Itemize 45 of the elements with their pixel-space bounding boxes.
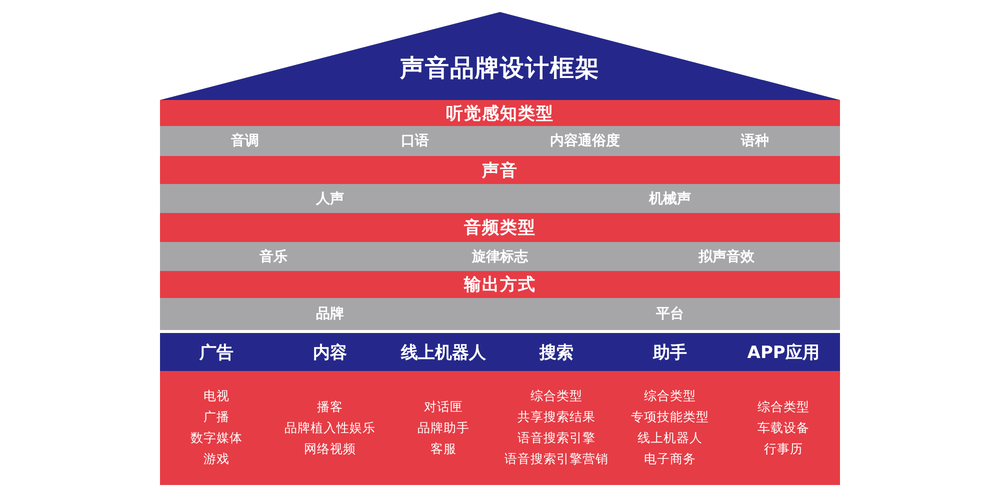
column-header: 广告 (160, 333, 274, 371)
list-item: 客服 (430, 440, 456, 458)
option-cell: 拟声音效 (613, 242, 840, 271)
list-item: 专项技能类型 (630, 409, 709, 426)
option-cell: 语种 (670, 126, 840, 156)
option-cell: 音乐 (160, 242, 387, 271)
list-item: 播客 (316, 398, 343, 416)
list-item: 综合类型 (757, 398, 810, 416)
category-band: 输出方式 (160, 271, 840, 298)
column-header: 搜索 (500, 333, 614, 371)
column-header: 线上机器人 (386, 333, 500, 371)
list-item: 广播 (204, 409, 230, 426)
title: 声音品牌设计框架 (399, 53, 601, 84)
list-item: 品牌植入性娱乐 (284, 420, 376, 436)
option-cell: 平台 (500, 298, 840, 330)
list-item: 品牌助手 (417, 420, 470, 436)
list-item: 综合类型 (530, 388, 583, 405)
list-item: 游戏 (204, 451, 230, 468)
option-cell: 内容通俗度 (500, 126, 670, 156)
category-band: 听觉感知类型 (160, 100, 840, 126)
list-item: 电子商务 (644, 451, 696, 468)
column-header: APP应用 (726, 333, 840, 371)
category-band: 声音 (160, 156, 840, 184)
list-item: 语音搜索引擎 (518, 430, 596, 447)
list-item: 线上机器人 (637, 430, 702, 447)
list-item: 对话匣 (424, 398, 463, 416)
option-cell: 品牌 (160, 298, 500, 330)
option-cell: 旋律标志 (386, 242, 614, 271)
column-header: 内容 (273, 333, 387, 371)
list-item: 电视 (204, 388, 230, 405)
list-item: 车载设备 (757, 420, 810, 436)
list-item: 网络视频 (304, 440, 356, 458)
list-item: 共享搜索结果 (518, 409, 596, 426)
option-cell: 机械声 (500, 184, 840, 213)
content-panel (160, 371, 274, 485)
list-item: 数字媒体 (190, 430, 243, 447)
list-item: 综合类型 (644, 388, 696, 405)
content-panel (726, 371, 840, 485)
option-cell: 音调 (160, 126, 330, 156)
list-item: 行事历 (764, 440, 803, 458)
category-band: 音频类型 (160, 213, 840, 242)
option-cell: 口语 (330, 126, 500, 156)
option-cell: 人声 (160, 184, 500, 213)
column-header: 助手 (613, 333, 727, 371)
list-item: 语音搜索引擎营销 (504, 451, 609, 468)
